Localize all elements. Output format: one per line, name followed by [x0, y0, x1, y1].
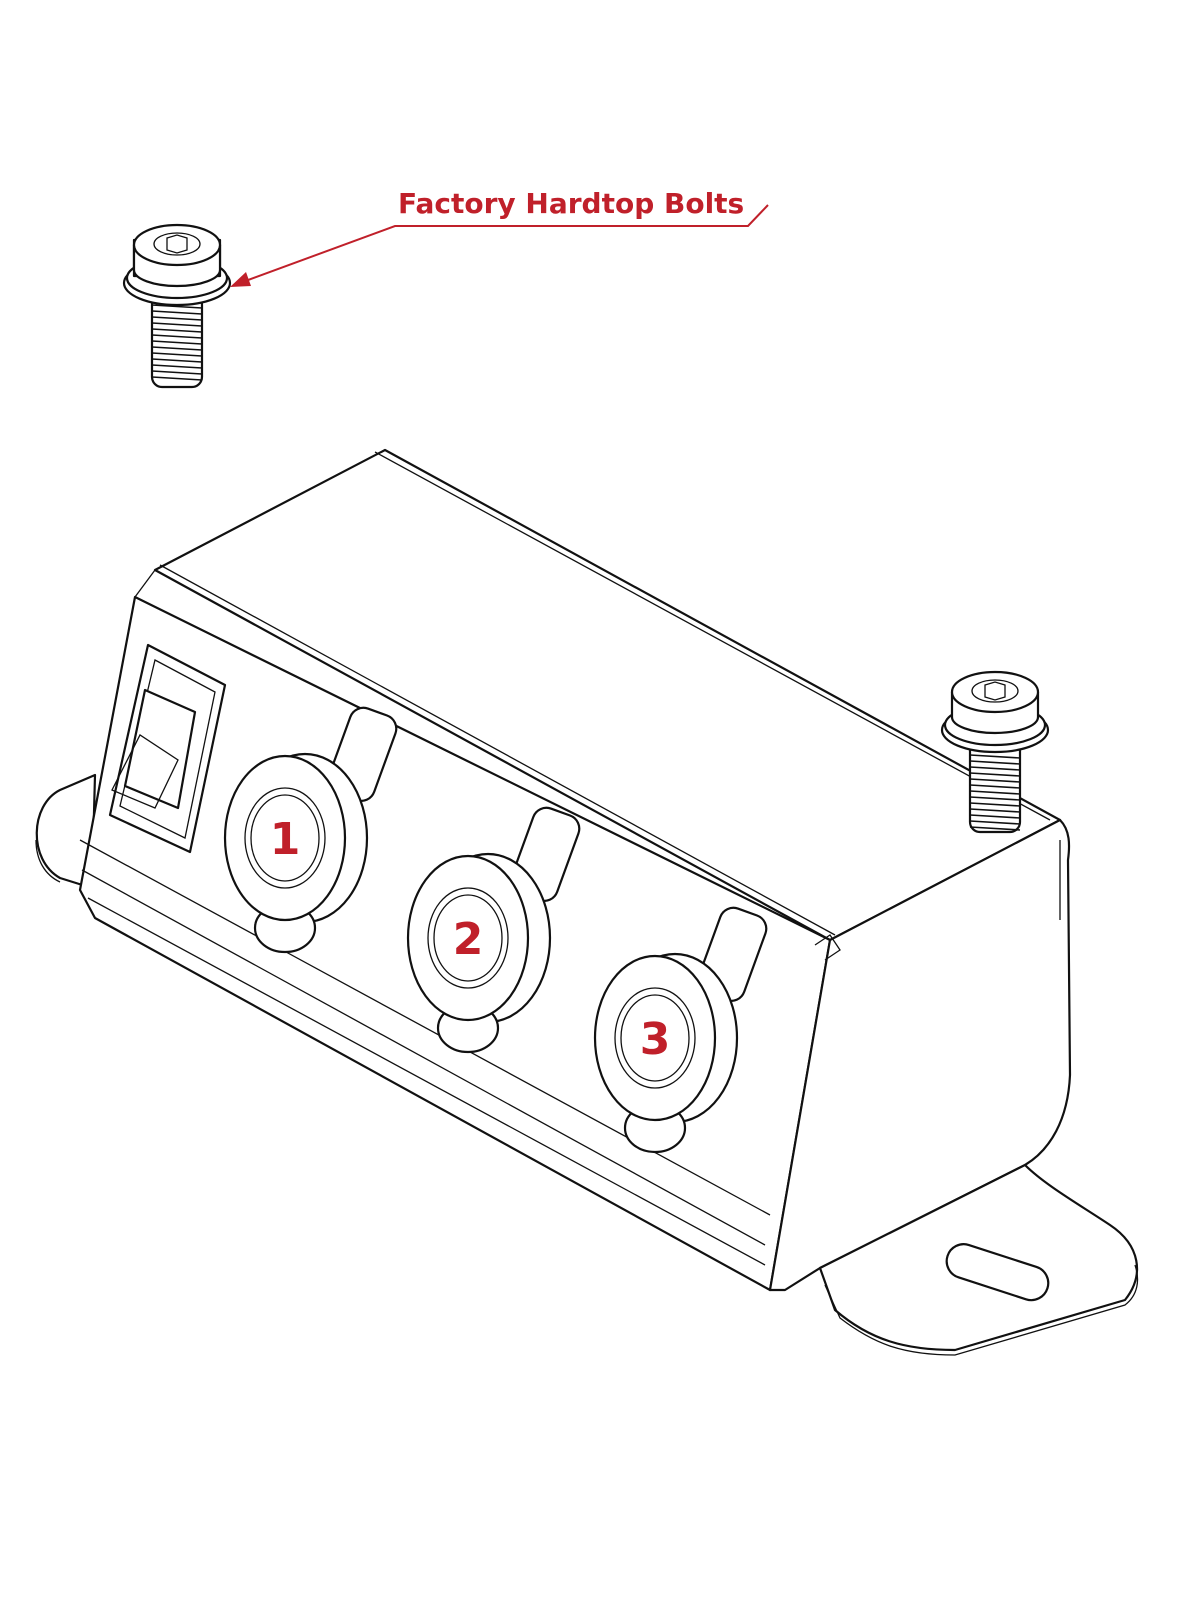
- installed-bolt: [940, 670, 1050, 834]
- thread-line: [969, 754, 1021, 759]
- socket-3[interactable]: 3: [593, 904, 770, 1154]
- thread-line: [151, 340, 203, 345]
- thread-line: [969, 808, 1021, 813]
- socket-number: 3: [640, 1014, 671, 1065]
- thread-line: [151, 364, 203, 369]
- thread-line: [151, 352, 203, 357]
- thread-line: [969, 814, 1021, 819]
- thread-line: [969, 796, 1021, 801]
- left-mounting-flange: [35, 773, 97, 890]
- thread-line: [151, 358, 203, 363]
- socket-number: 1: [270, 814, 301, 865]
- thread-line: [969, 778, 1021, 783]
- rocker-switch[interactable]: [108, 643, 227, 854]
- thread-line: [151, 370, 203, 375]
- thread-line: [969, 784, 1021, 789]
- thread-line: [151, 376, 203, 381]
- thread-line: [151, 346, 203, 351]
- thread-line: [969, 790, 1021, 795]
- thread-line: [151, 328, 203, 333]
- loose-bolt: [122, 223, 232, 389]
- socket-2[interactable]: 2: [406, 804, 583, 1054]
- callout-label: Factory Hardtop Bolts: [398, 187, 744, 220]
- thread-line: [969, 772, 1021, 777]
- thread-line: [969, 802, 1021, 807]
- thread-line: [151, 310, 203, 315]
- thread-line: [969, 820, 1021, 825]
- mounting-slot: [945, 1243, 1050, 1302]
- thread-line: [151, 334, 203, 339]
- callout-leader: [230, 204, 769, 287]
- bolt-threads: [150, 293, 204, 389]
- thread-line: [151, 304, 203, 309]
- thread-line: [151, 322, 203, 327]
- socket-number: 2: [453, 914, 484, 965]
- thread-line: [151, 316, 203, 321]
- socket-1[interactable]: 1: [223, 704, 400, 954]
- thread-line: [969, 760, 1021, 765]
- thread-line: [969, 766, 1021, 771]
- thread-line: [969, 826, 1021, 831]
